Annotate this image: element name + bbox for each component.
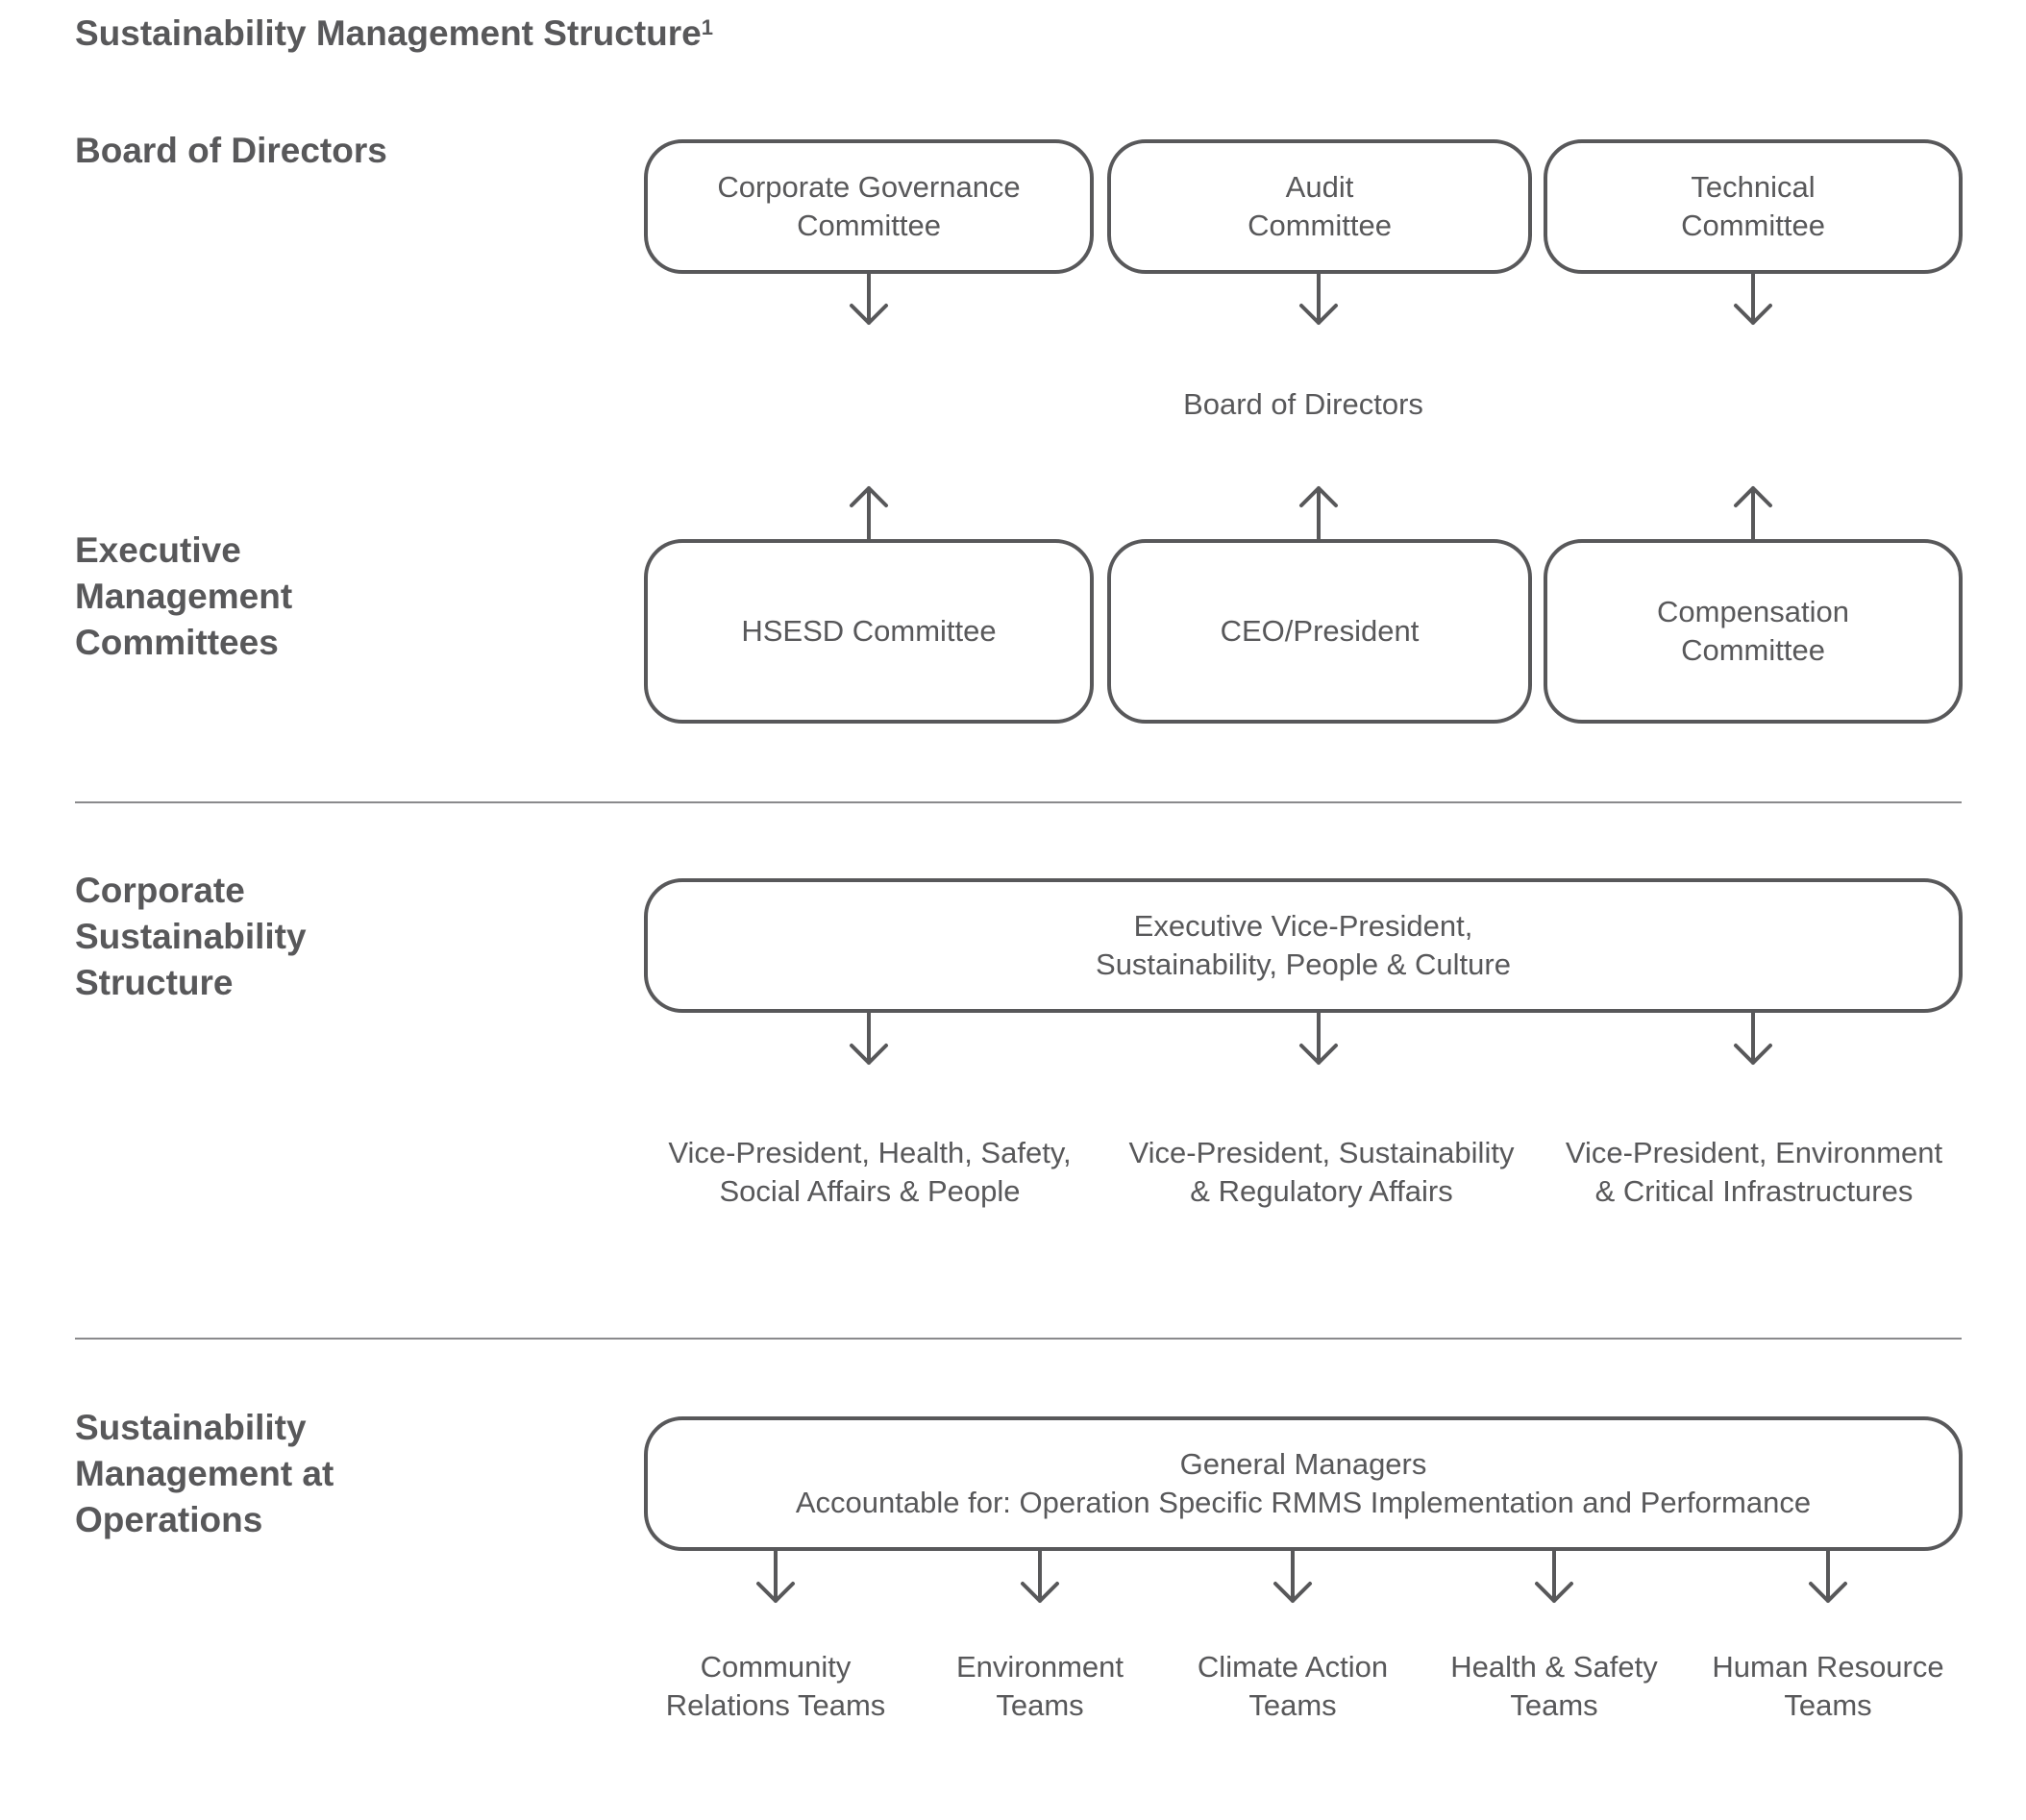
box-label-line: Committee [1681,209,1825,242]
section-label-line: Sustainability [75,1408,307,1447]
team-human-resource: Human Resource Teams [1693,1648,1963,1725]
team-label-line: Human Resource [1712,1650,1944,1684]
section-label-line: Board of Directors [75,131,387,170]
arrow-down-icon [1299,1011,1338,1065]
page-title: Sustainability Management Structure1 [75,13,713,54]
section-label-line: Management at [75,1454,334,1493]
board-of-directors-label: Board of Directors [1183,387,1423,421]
team-label-line: Teams [996,1688,1084,1722]
box-label-line: Committee [1681,633,1825,667]
vp-health-safety: Vice-President, Health, Safety, Social A… [634,1134,1105,1211]
vp-label-line: Vice-President, Environment [1565,1136,1943,1169]
section-label-operations: Sustainability Management at Operations [75,1405,334,1543]
general-managers-box: General Managers Accountable for: Operat… [644,1416,1963,1551]
title-text: Sustainability Management Structure [75,13,702,53]
box-label-line: CEO/President [1220,614,1420,648]
box-label-line: Committee [1248,209,1392,242]
team-environment: Environment Teams [905,1648,1174,1725]
box-label-line: Corporate Governance [717,170,1021,204]
vp-label-line: & Critical Infrastructures [1594,1174,1914,1208]
arrow-down-icon [1535,1549,1573,1603]
arrow-down-icon [1299,272,1338,325]
box-label-line: General Managers [1179,1447,1427,1481]
team-label-line: Health & Safety [1450,1650,1658,1684]
box-label-line: Technical [1691,170,1816,204]
section-label-line: Operations [75,1500,263,1539]
section-label-line: Sustainability [75,917,307,956]
arrow-up-icon [850,486,888,541]
team-label-line: Teams [1784,1688,1872,1722]
box-label-line: Executive Vice-President, [1133,909,1473,943]
ceo-president-box: CEO/President [1107,539,1532,724]
arrow-down-icon [850,272,888,325]
vp-sustainability-regulatory: Vice-President, Sustainability & Regulat… [1086,1134,1557,1211]
box-label-line: Committee [797,209,941,242]
section-label-line: Executive [75,530,241,570]
technical-committee-box: Technical Committee [1544,139,1963,274]
team-climate-action: Climate Action Teams [1158,1648,1427,1725]
team-label-line: Teams [1248,1688,1337,1722]
arrow-down-icon [1734,272,1772,325]
corporate-governance-committee-box: Corporate Governance Committee [644,139,1094,274]
box-label-line: HSESD Committee [741,614,997,648]
arrow-down-icon [756,1549,795,1603]
team-label-line: Environment [955,1650,1124,1684]
box-label-line: Sustainability, People & Culture [1096,947,1511,981]
section-label-line: Corporate [75,871,245,910]
title-footnote: 1 [701,15,713,39]
section-divider [75,1338,1962,1340]
team-label-line: Teams [1510,1688,1598,1722]
team-label-line: Climate Action [1197,1650,1389,1684]
evp-box: Executive Vice-President, Sustainability… [644,878,1963,1013]
team-label-line: Community [700,1650,852,1684]
hsesd-committee-box: HSESD Committee [644,539,1094,724]
vp-label-line: Vice-President, Health, Safety, [668,1136,1072,1169]
audit-committee-box: Audit Committee [1107,139,1532,274]
section-label-line: Management [75,577,293,616]
compensation-committee-box: Compensation Committee [1544,539,1963,724]
section-label-executive: Executive Management Committees [75,528,292,666]
vp-label-line: Vice-President, Sustainability [1128,1136,1515,1169]
vp-label-line: Social Affairs & People [719,1174,1021,1208]
box-label-line: Accountable for: Operation Specific RMMS… [795,1486,1812,1519]
section-divider [75,801,1962,803]
section-label-line: Structure [75,963,234,1002]
team-health-safety: Health & Safety Teams [1420,1648,1689,1725]
box-label-line: Audit [1285,170,1354,204]
arrow-up-icon [1299,486,1338,541]
section-label-corporate: Corporate Sustainability Structure [75,868,307,1006]
section-label-board: Board of Directors [75,128,387,174]
arrow-down-icon [1734,1011,1772,1065]
arrow-down-icon [1809,1549,1847,1603]
arrow-down-icon [1021,1549,1059,1603]
arrow-up-icon [1734,486,1772,541]
section-label-line: Committees [75,623,279,662]
box-label-line: Compensation [1657,595,1849,628]
arrow-down-icon [850,1011,888,1065]
team-label-line: Relations Teams [665,1688,886,1722]
arrow-down-icon [1273,1549,1312,1603]
vp-environment-infrastructure: Vice-President, Environment & Critical I… [1519,1134,1989,1211]
team-community-relations: Community Relations Teams [641,1648,910,1725]
vp-label-line: & Regulatory Affairs [1190,1174,1453,1208]
